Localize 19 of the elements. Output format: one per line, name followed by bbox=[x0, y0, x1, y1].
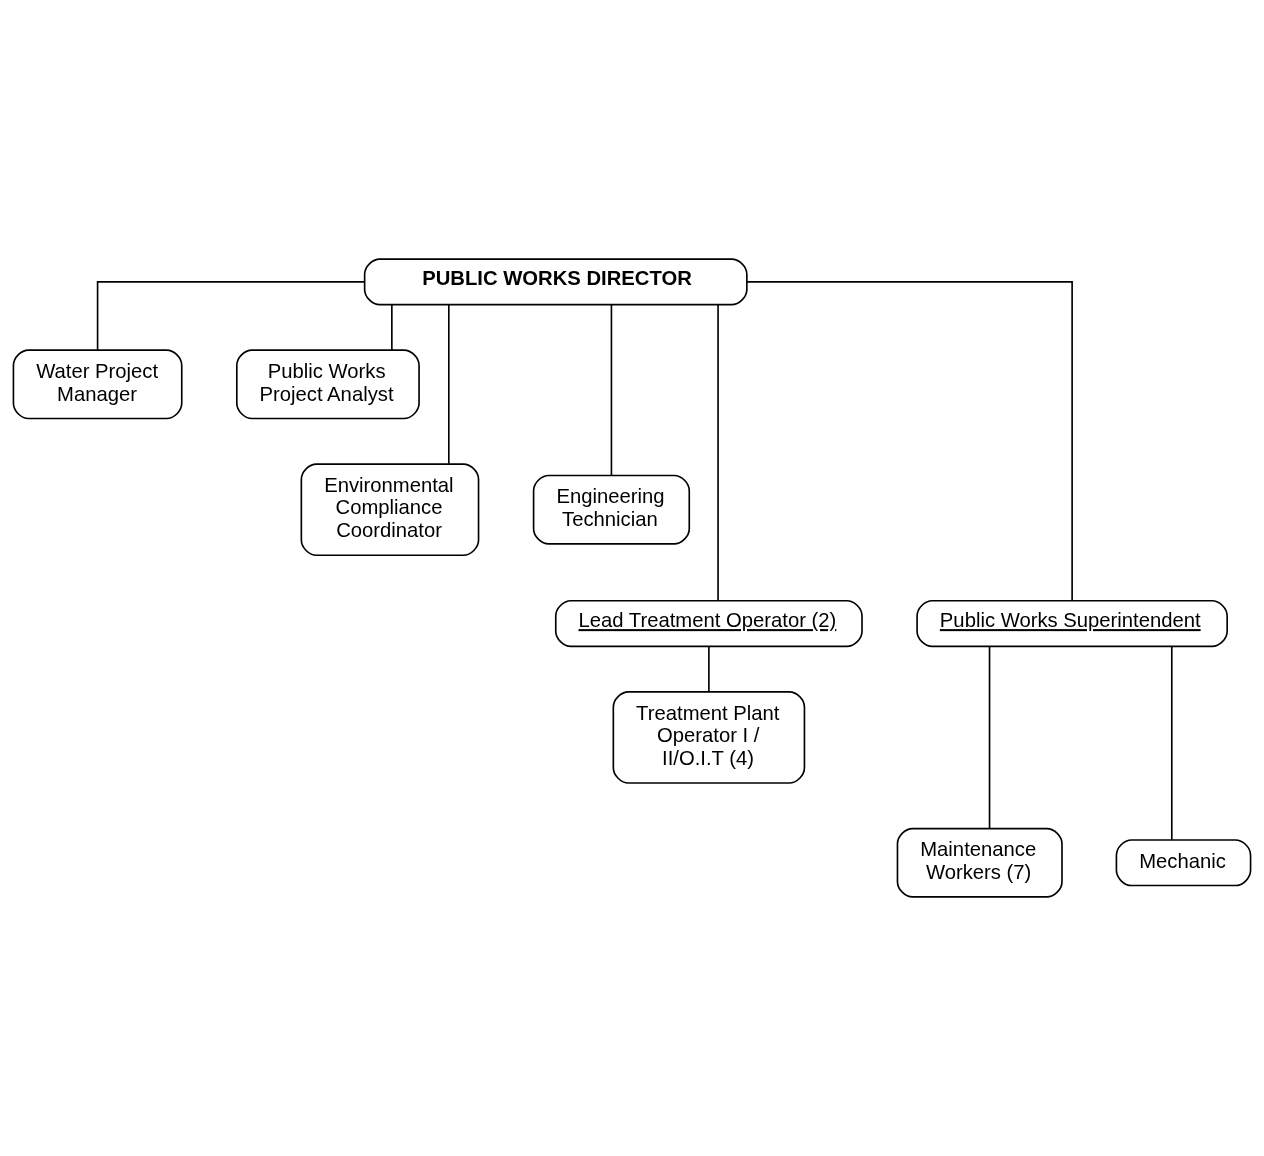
node-box: Mechanic bbox=[1115, 839, 1252, 887]
node-box: Water Project Manager bbox=[12, 349, 183, 420]
connector bbox=[988, 645, 991, 830]
node-box: Lead Treatment Operator (2) bbox=[554, 599, 863, 648]
node-box: PUBLIC WORKS DIRECTOR bbox=[363, 258, 748, 306]
node-box: Public Works Project Analyst bbox=[236, 349, 420, 420]
connector bbox=[96, 281, 366, 351]
node-box: Public Works Superintendent bbox=[916, 599, 1228, 648]
node-box: Engineering Technician bbox=[532, 474, 691, 545]
node-box: Treatment Plant Operator I / II/O.I.T (4) bbox=[612, 691, 806, 784]
node-box: Maintenance Workers (7) bbox=[896, 827, 1063, 898]
connector bbox=[746, 281, 1073, 602]
connector bbox=[708, 645, 710, 693]
connector bbox=[1170, 645, 1173, 841]
connector bbox=[610, 304, 613, 477]
node-box: Environmental Compliance Coordinator bbox=[300, 463, 480, 557]
connector bbox=[717, 303, 719, 602]
connector bbox=[447, 304, 450, 465]
connector bbox=[391, 304, 393, 351]
